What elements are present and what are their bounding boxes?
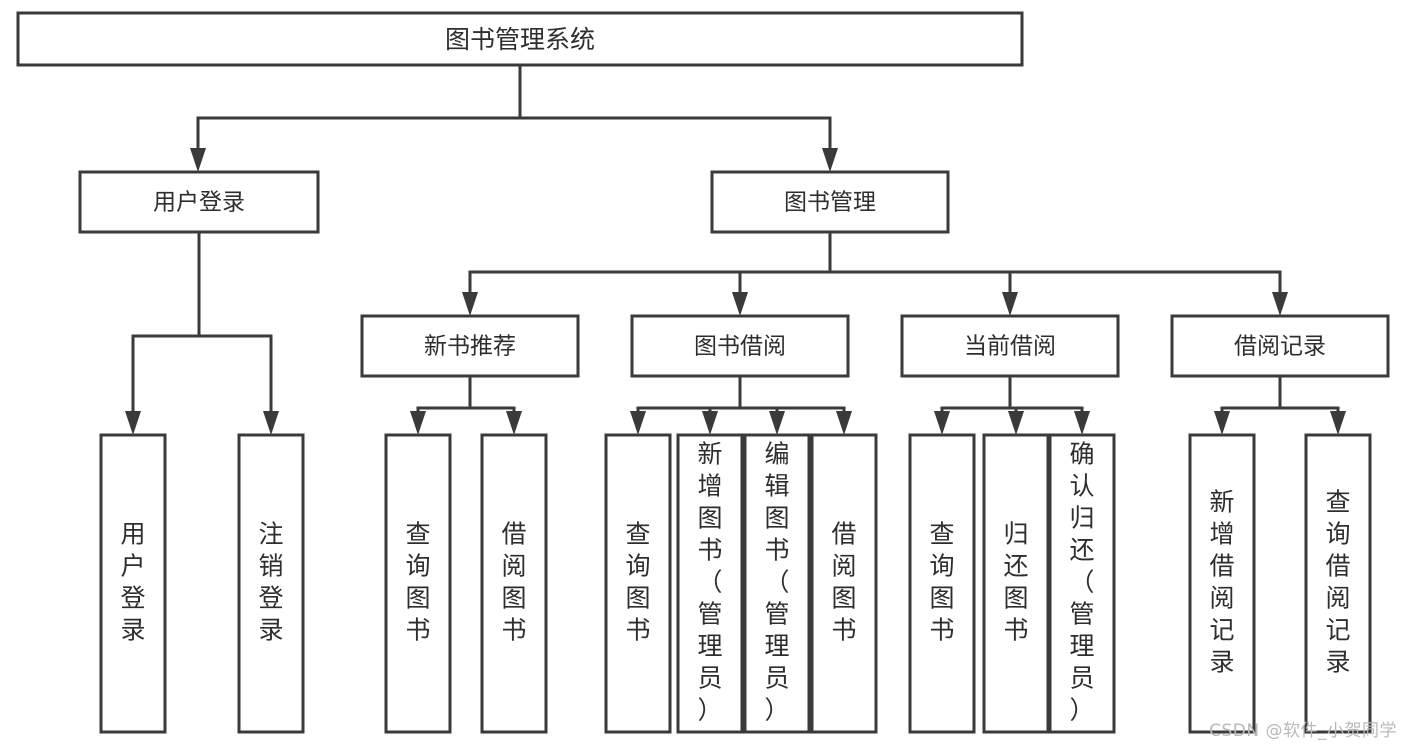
- leaf-edit-book-admin-box[interactable]: [743, 433, 811, 734]
- node-current-borrow-box[interactable]: [900, 314, 1120, 378]
- node-user-login-box[interactable]: [78, 170, 320, 234]
- arrow-head-book-management: [822, 148, 838, 172]
- arrow-head-user-login: [190, 148, 206, 172]
- node-new-book-recommend-label: 新书推荐: [424, 334, 516, 360]
- arrow-head-leaf-borrow-book-recommend: [506, 411, 522, 435]
- arrow-head-borrow-record: [1272, 292, 1288, 316]
- leaf-user-login-box[interactable]: [99, 433, 167, 734]
- leaf-borrow-book-recommend-label: 借阅图书: [501, 520, 526, 645]
- leaf-query-book-borrow-box[interactable]: [604, 433, 672, 734]
- leaf-node-add-book-admin[interactable]: 新增图书（管理员）: [676, 433, 744, 734]
- node-book-borrow-label: 图书借阅: [694, 334, 786, 360]
- node-book-management[interactable]: 图书管理: [710, 170, 950, 234]
- leaf-edit-book-admin-label: 编辑图书（管理员）: [764, 440, 789, 725]
- node-root-label: 图书管理系统: [445, 25, 595, 54]
- leaf-query-book-recommend-label: 查询图书: [405, 520, 430, 645]
- node-current-borrow-label: 当前借阅: [964, 334, 1056, 360]
- leaf-query-borrow-record-box[interactable]: [1304, 433, 1372, 734]
- arrow-head-leaf-add-book-admin: [702, 411, 718, 435]
- csdn-watermark: CSDN @软件_小贺同学: [1209, 721, 1397, 741]
- leaf-add-borrow-record-box[interactable]: [1188, 433, 1256, 734]
- leaf-borrow-book-label: 借阅图书: [831, 520, 856, 645]
- leaf-query-book-current-label: 查询图书: [929, 520, 954, 645]
- node-new-book-recommend-box[interactable]: [360, 314, 580, 378]
- node-user-login[interactable]: 用户登录: [78, 170, 320, 234]
- node-new-book-recommend[interactable]: 新书推荐: [360, 314, 580, 378]
- arrow-head-leaf-confirm-return-admin: [1074, 411, 1090, 435]
- leaf-borrow-book-box[interactable]: [810, 433, 878, 734]
- arrow-head-leaf-query-book-borrow: [630, 411, 646, 435]
- node-root[interactable]: 图书管理系统: [16, 11, 1024, 67]
- leaf-query-book-recommend-box[interactable]: [384, 433, 452, 734]
- leaf-node-logout-login[interactable]: 注销登录: [237, 433, 305, 734]
- leaf-confirm-return-admin-label: 确认归还（管理员）: [1069, 440, 1094, 725]
- leaf-node-user-login[interactable]: 用户登录: [99, 433, 167, 734]
- leaf-logout-login-label: 注销登录: [258, 520, 283, 645]
- leaf-node-return-book[interactable]: 归还图书: [982, 433, 1050, 734]
- leaf-add-borrow-record-label: 新增借阅记录: [1209, 488, 1234, 677]
- leaf-node-borrow-book-recommend[interactable]: 借阅图书: [480, 433, 548, 734]
- arrow-head-leaf-logout-login: [263, 411, 279, 435]
- leaf-node-borrow-book[interactable]: 借阅图书: [810, 433, 878, 734]
- arrow-head-leaf-user-login: [125, 411, 141, 435]
- leaf-node-query-book-borrow[interactable]: 查询图书: [604, 433, 672, 734]
- arrow-head-leaf-query-borrow-record: [1330, 411, 1346, 435]
- node-borrow-record-label: 借阅记录: [1234, 334, 1326, 360]
- arrow-head-leaf-borrow-book: [836, 411, 852, 435]
- leaf-user-login-label: 用户登录: [120, 520, 145, 645]
- node-root-box[interactable]: [16, 11, 1024, 67]
- arrow-head-leaf-add-borrow-record: [1214, 411, 1230, 435]
- node-book-borrow-box[interactable]: [630, 314, 850, 378]
- arrow-head-current-borrow: [1002, 292, 1018, 316]
- leaf-return-book-box[interactable]: [982, 433, 1050, 734]
- leaf-node-edit-book-admin[interactable]: 编辑图书（管理员）: [743, 433, 811, 734]
- node-book-borrow[interactable]: 图书借阅: [630, 314, 850, 378]
- leaf-node-query-book-recommend[interactable]: 查询图书: [384, 433, 452, 734]
- leaf-query-book-current-box[interactable]: [908, 433, 976, 734]
- arrow-head-book-borrow: [732, 292, 748, 316]
- arrow-head-leaf-query-book-recommend: [410, 411, 426, 435]
- node-book-management-box[interactable]: [710, 170, 950, 234]
- node-current-borrow[interactable]: 当前借阅: [900, 314, 1120, 378]
- arrow-head-leaf-query-book-current: [934, 411, 950, 435]
- connector-layer: [125, 63, 1346, 435]
- leaf-query-book-borrow-label: 查询图书: [625, 520, 650, 645]
- leaf-confirm-return-admin-box[interactable]: [1048, 433, 1116, 734]
- leaf-borrow-book-recommend-box[interactable]: [480, 433, 548, 734]
- node-book-management-label: 图书管理: [784, 190, 876, 216]
- node-borrow-record-box[interactable]: [1170, 314, 1390, 378]
- leaf-node-query-borrow-record[interactable]: 查询借阅记录: [1304, 433, 1372, 734]
- arrow-head-leaf-return-book: [1008, 411, 1024, 435]
- leaf-node-add-borrow-record[interactable]: 新增借阅记录: [1188, 433, 1256, 734]
- leaf-add-book-admin-box[interactable]: [676, 433, 744, 734]
- leaf-add-book-admin-label: 新增图书（管理员）: [697, 440, 722, 725]
- leaf-query-borrow-record-label: 查询借阅记录: [1325, 488, 1350, 677]
- node-user-login-label: 用户登录: [153, 190, 245, 216]
- leaf-return-book-label: 归还图书: [1003, 520, 1028, 645]
- leaf-node-confirm-return-admin[interactable]: 确认归还（管理员）: [1048, 433, 1116, 734]
- node-borrow-record[interactable]: 借阅记录: [1170, 314, 1390, 378]
- leaf-node-query-book-current[interactable]: 查询图书: [908, 433, 976, 734]
- arrow-head-leaf-edit-book-admin: [769, 411, 785, 435]
- leaf-logout-login-box[interactable]: [237, 433, 305, 734]
- arrow-head-new-book-recommend: [462, 292, 478, 316]
